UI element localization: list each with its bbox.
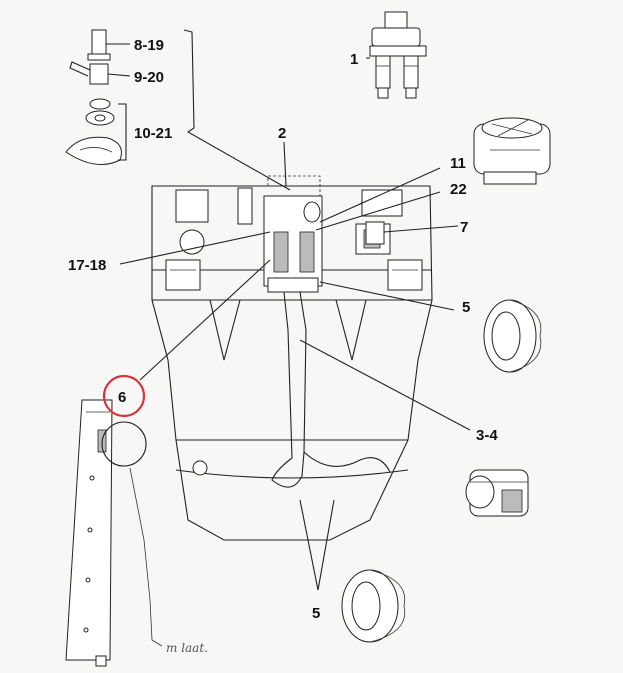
part-5-ring-right	[483, 299, 542, 373]
label-3-4: 3-4	[476, 427, 498, 444]
bracket-upper	[183, 29, 291, 191]
part-8-19-fitting	[87, 29, 130, 61]
part-7-junction	[365, 221, 385, 245]
label-5-right: 5	[462, 299, 470, 316]
detail-loop	[101, 421, 147, 467]
main-tank	[151, 175, 433, 541]
part-9-20-valve	[69, 61, 131, 85]
leader-lines	[119, 57, 471, 591]
handwritten-pointer	[129, 467, 163, 647]
part-6-side-strip	[65, 399, 113, 667]
label-9-20: 9-20	[134, 69, 164, 86]
label-5-bottom: 5	[312, 605, 320, 622]
bracket-10-21	[118, 103, 127, 161]
label-17-18: 17-18	[68, 257, 106, 274]
label-22: 22	[450, 181, 467, 198]
label-1: 1	[350, 51, 358, 68]
part-11-pump	[473, 117, 551, 185]
part-3-4-pump-unit	[465, 469, 529, 517]
label-8-19: 8-19	[134, 37, 164, 54]
label-10-21: 10-21	[134, 125, 172, 142]
label-11: 11	[450, 155, 466, 172]
highlight-circle-6	[102, 374, 146, 418]
label-7: 7	[460, 219, 468, 236]
part-1-manifold	[369, 11, 427, 99]
label-2: 2	[278, 125, 286, 142]
handwritten-note: m laat.	[166, 641, 208, 655]
part-5-ring-bottom	[341, 569, 406, 643]
label-6: 6	[118, 389, 126, 406]
part-10-21-gasket	[65, 98, 122, 165]
